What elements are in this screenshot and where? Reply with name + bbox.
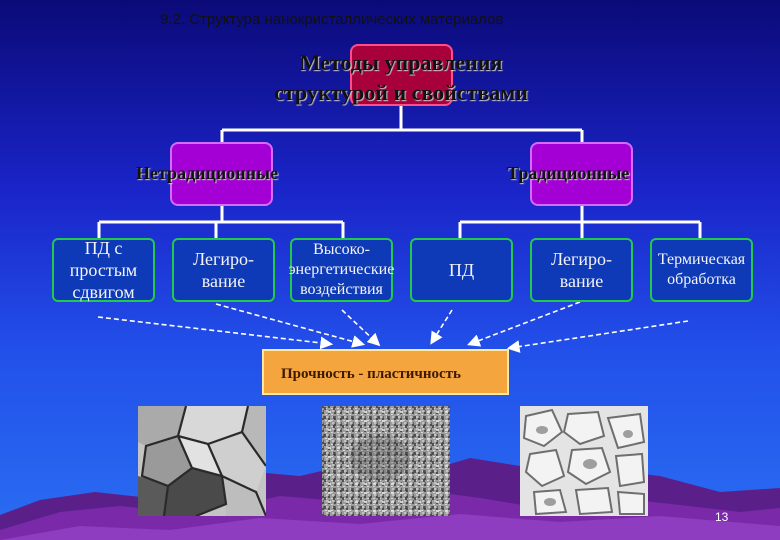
- root-label-line-2: структурой и свойствами: [274, 80, 528, 105]
- root-node-box: [350, 44, 453, 106]
- method-line: вание: [201, 271, 246, 291]
- method-line: ПД с: [84, 238, 123, 258]
- slide-header: 9.2. Структура нанокристаллических матер…: [160, 11, 504, 28]
- method-line: обработка: [667, 271, 736, 288]
- traditional-category-label: Традиционные: [507, 163, 630, 183]
- coarse-grain-micrograph: [138, 406, 266, 516]
- method-line: простым: [69, 260, 138, 280]
- fine-grain-micrograph: [520, 406, 648, 516]
- method-line: ПД: [448, 260, 475, 280]
- method-line: Термическая: [657, 251, 746, 268]
- method-alloying-traditional: Легиро- вание: [530, 238, 633, 302]
- method-line: энергетические: [288, 261, 395, 278]
- nanocrystalline-micrograph: [322, 406, 450, 516]
- method-plastic-deformation: ПД: [410, 238, 513, 302]
- root-label-line-1: Методы управления: [299, 50, 503, 75]
- root-node-label: Методы управления структурой и свойствам…: [220, 48, 582, 108]
- page-number: 13: [715, 510, 729, 524]
- result-strength-plasticity: Прочность - пластичность: [262, 349, 509, 395]
- method-line: Высоко-: [313, 241, 370, 258]
- method-line: Легиро-: [550, 249, 613, 269]
- method-simple-shear-deformation: ПД с простым сдвигом: [52, 238, 155, 302]
- nontraditional-category-label: Нетрадиционные: [136, 163, 279, 183]
- method-line: сдвигом: [72, 282, 135, 302]
- method-line: вание: [559, 271, 604, 291]
- method-alloying-nontraditional: Легиро- вание: [172, 238, 275, 302]
- method-line: воздействия: [300, 281, 383, 298]
- nontraditional-category-box: [170, 142, 273, 206]
- method-heat-treatment: Термическая обработка: [650, 238, 753, 302]
- method-line: Легиро-: [192, 249, 255, 269]
- traditional-category-box: [530, 142, 633, 206]
- method-high-energy-impact: Высоко- энергетические воздействия: [288, 238, 395, 302]
